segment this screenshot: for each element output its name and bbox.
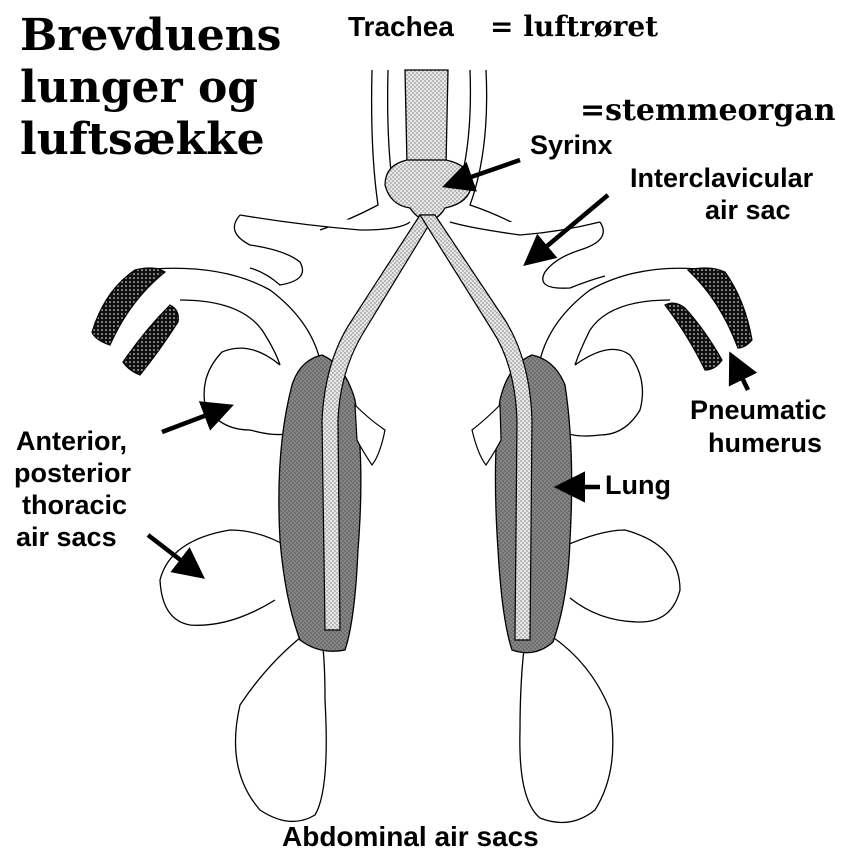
- label-interclavicular-line-2: air sac: [705, 195, 791, 225]
- arrow-humerus: [732, 357, 748, 390]
- cervical-sac-left-outline: [320, 70, 378, 230]
- label-abdominal: Abdominal air sacs: [282, 822, 539, 852]
- trachea-tube: [405, 70, 448, 165]
- title-line-1: Brevduens: [20, 10, 281, 62]
- label-thoracic-line-2: posterior: [14, 458, 131, 488]
- page-title: Brevduens lunger og luftsække: [20, 10, 281, 166]
- syrinx-shape: [385, 160, 472, 220]
- humerus-right-lower: [665, 303, 722, 370]
- abdominal-sac-right: [520, 632, 613, 823]
- label-syrinx-danish: =stemmeorgan: [580, 96, 836, 126]
- label-trachea: Trachea: [348, 12, 454, 42]
- label-interclavicular-line-1: Interclavicular: [630, 163, 813, 193]
- posterior-thoracic-sac-left: [160, 530, 290, 625]
- label-thoracic-line-3: thoracic: [22, 490, 127, 520]
- lung-right: [495, 355, 571, 653]
- abdominal-sac-left: [236, 630, 327, 821]
- title-line-2: lunger og: [20, 62, 281, 114]
- posterior-thoracic-sac-right: [560, 530, 680, 622]
- anterior-thoracic-sac-right: [565, 349, 642, 436]
- label-trachea-danish: = luftrøret: [490, 12, 658, 42]
- humerus-left-lower: [123, 305, 178, 375]
- cervical-sac-right-outline: [470, 70, 530, 232]
- label-thoracic-line-4: air sacs: [16, 522, 117, 552]
- label-lung: Lung: [605, 470, 671, 500]
- lung-left: [279, 355, 361, 651]
- label-thoracic-line-1: Anterior,: [16, 426, 127, 456]
- label-humerus-line-2: humerus: [708, 428, 822, 458]
- label-humerus-line-1: Pneumatic: [690, 395, 827, 425]
- label-syrinx: Syrinx: [530, 130, 613, 160]
- title-line-3: luftsække: [20, 114, 281, 166]
